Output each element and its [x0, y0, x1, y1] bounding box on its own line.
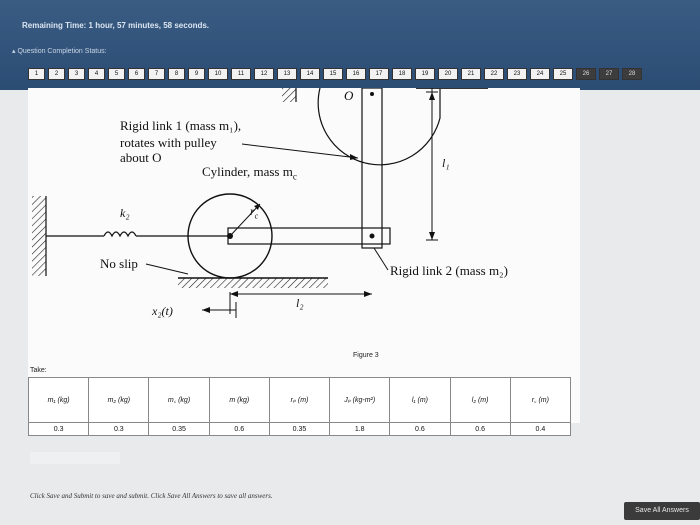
question-7-link[interactable]: 7: [148, 68, 165, 80]
figure-3-diagram: [32, 88, 488, 318]
test-header-bar: Remaining Time: 1 hour, 57 minutes, 58 s…: [0, 0, 700, 90]
question-1-link[interactable]: 1: [28, 68, 45, 80]
cylinder-label: Cylinder, mass mc: [202, 164, 297, 182]
spring-k2: [103, 231, 137, 238]
pulley-outline: [317, 88, 441, 166]
question-15-link[interactable]: 15: [323, 68, 343, 80]
link-1-label-line-1: Rigid link 1 (mass m₁),: [120, 118, 242, 133]
question-12-link[interactable]: 12: [254, 68, 274, 80]
rigid-link-1: [361, 88, 383, 249]
question-content: Rigid link 1 (mass m₁), rotates with pul…: [28, 88, 580, 423]
question-17-link[interactable]: 17: [369, 68, 389, 80]
save-all-answers-button[interactable]: Save All Answers: [624, 502, 700, 520]
question-28-link[interactable]: 28: [622, 68, 642, 80]
l2-label: l₂: [296, 296, 304, 310]
left-wall-hatch: [32, 196, 46, 276]
value-m2: 0.3: [88, 422, 150, 436]
question-13-link[interactable]: 13: [277, 68, 297, 80]
header-jp: Jₚ (kg-m²): [329, 377, 391, 423]
question-24-link[interactable]: 24: [530, 68, 550, 80]
pivot-o: [370, 92, 374, 96]
value-rc: 0.4: [509, 422, 572, 436]
question-8-link[interactable]: 8: [168, 68, 185, 80]
question-18-link[interactable]: 18: [392, 68, 412, 80]
link-1-label-line-2: rotates with pulley: [120, 135, 217, 150]
link-1-label-line-3: about O: [120, 150, 162, 165]
header-mc: m꜀ (kg): [148, 377, 210, 423]
question-21-link[interactable]: 21: [461, 68, 481, 80]
question-completion-status-toggle[interactable]: ▴ Question Completion Status:: [12, 48, 107, 55]
header-m: m (kg): [208, 377, 270, 423]
question-16-link[interactable]: 16: [346, 68, 366, 80]
header-m2: m₂ (kg): [88, 377, 150, 423]
header-rp: rₚ (m): [268, 377, 331, 423]
x2-label: x₂(t): [152, 304, 173, 318]
rigid-link-2: [227, 227, 391, 245]
value-l2: 0.6: [449, 422, 511, 436]
top-wall-hatch: [282, 88, 296, 102]
question-14-link[interactable]: 14: [300, 68, 320, 80]
question-number-list: 1 2 3 4 5 6 7 8 9 10 11 12 13 14 15 16 1…: [28, 68, 642, 80]
question-6-link[interactable]: 6: [128, 68, 145, 80]
header-l1: l₁ (m): [389, 377, 451, 423]
question-10-link[interactable]: 10: [208, 68, 228, 80]
question-11-link[interactable]: 11: [231, 68, 251, 80]
link-2-label: Rigid link 2 (mass m₂): [390, 263, 508, 278]
question-23-link[interactable]: 23: [507, 68, 527, 80]
remaining-time-text: Remaining Time: 1 hour, 57 minutes, 58 s…: [22, 21, 210, 30]
question-22-link[interactable]: 22: [484, 68, 504, 80]
question-20-link[interactable]: 20: [438, 68, 458, 80]
header-rc: r꜀ (m): [509, 377, 572, 423]
table-row: 0.3 0.3 0.35 0.6 0.35 1.8 0.6 0.6 0.4: [27, 422, 572, 436]
figure-caption: Figure 3: [353, 352, 379, 359]
value-m1: 0.3: [27, 422, 90, 436]
header-m1: m₁ (kg): [27, 377, 90, 423]
value-mc: 0.35: [148, 422, 210, 436]
o-label: O: [344, 88, 354, 103]
answer-input-area[interactable]: [30, 452, 120, 464]
question-9-link[interactable]: 9: [188, 68, 205, 80]
question-27-link[interactable]: 27: [599, 68, 619, 80]
header-l2: l₂ (m): [449, 377, 511, 423]
take-label: Take:: [30, 367, 47, 374]
question-26-link[interactable]: 26: [576, 68, 596, 80]
value-jp: 1.8: [329, 422, 391, 436]
link-joint: [369, 233, 375, 239]
parameter-table: m₁ (kg) m₂ (kg) m꜀ (kg) m (kg) rₚ (m) Jₚ…: [27, 377, 572, 436]
table-header-row: m₁ (kg) m₂ (kg) m꜀ (kg) m (kg) rₚ (m) Jₚ…: [27, 377, 572, 423]
question-3-link[interactable]: 3: [68, 68, 85, 80]
value-m: 0.6: [208, 422, 270, 436]
value-rp: 0.35: [268, 422, 331, 436]
question-4-link[interactable]: 4: [88, 68, 105, 80]
save-instructions: Click Save and Submit to save and submit…: [30, 492, 273, 500]
question-5-link[interactable]: 5: [108, 68, 125, 80]
ground-hatch: [178, 278, 328, 288]
question-19-link[interactable]: 19: [415, 68, 435, 80]
l1-label: l₁: [442, 156, 450, 170]
no-slip-label: No slip: [100, 256, 138, 271]
rc-label: rc: [250, 204, 259, 221]
question-2-link[interactable]: 2: [48, 68, 65, 80]
question-25-link[interactable]: 25: [553, 68, 573, 80]
value-l1: 0.6: [389, 422, 451, 436]
k2-label: k₂: [120, 206, 130, 220]
